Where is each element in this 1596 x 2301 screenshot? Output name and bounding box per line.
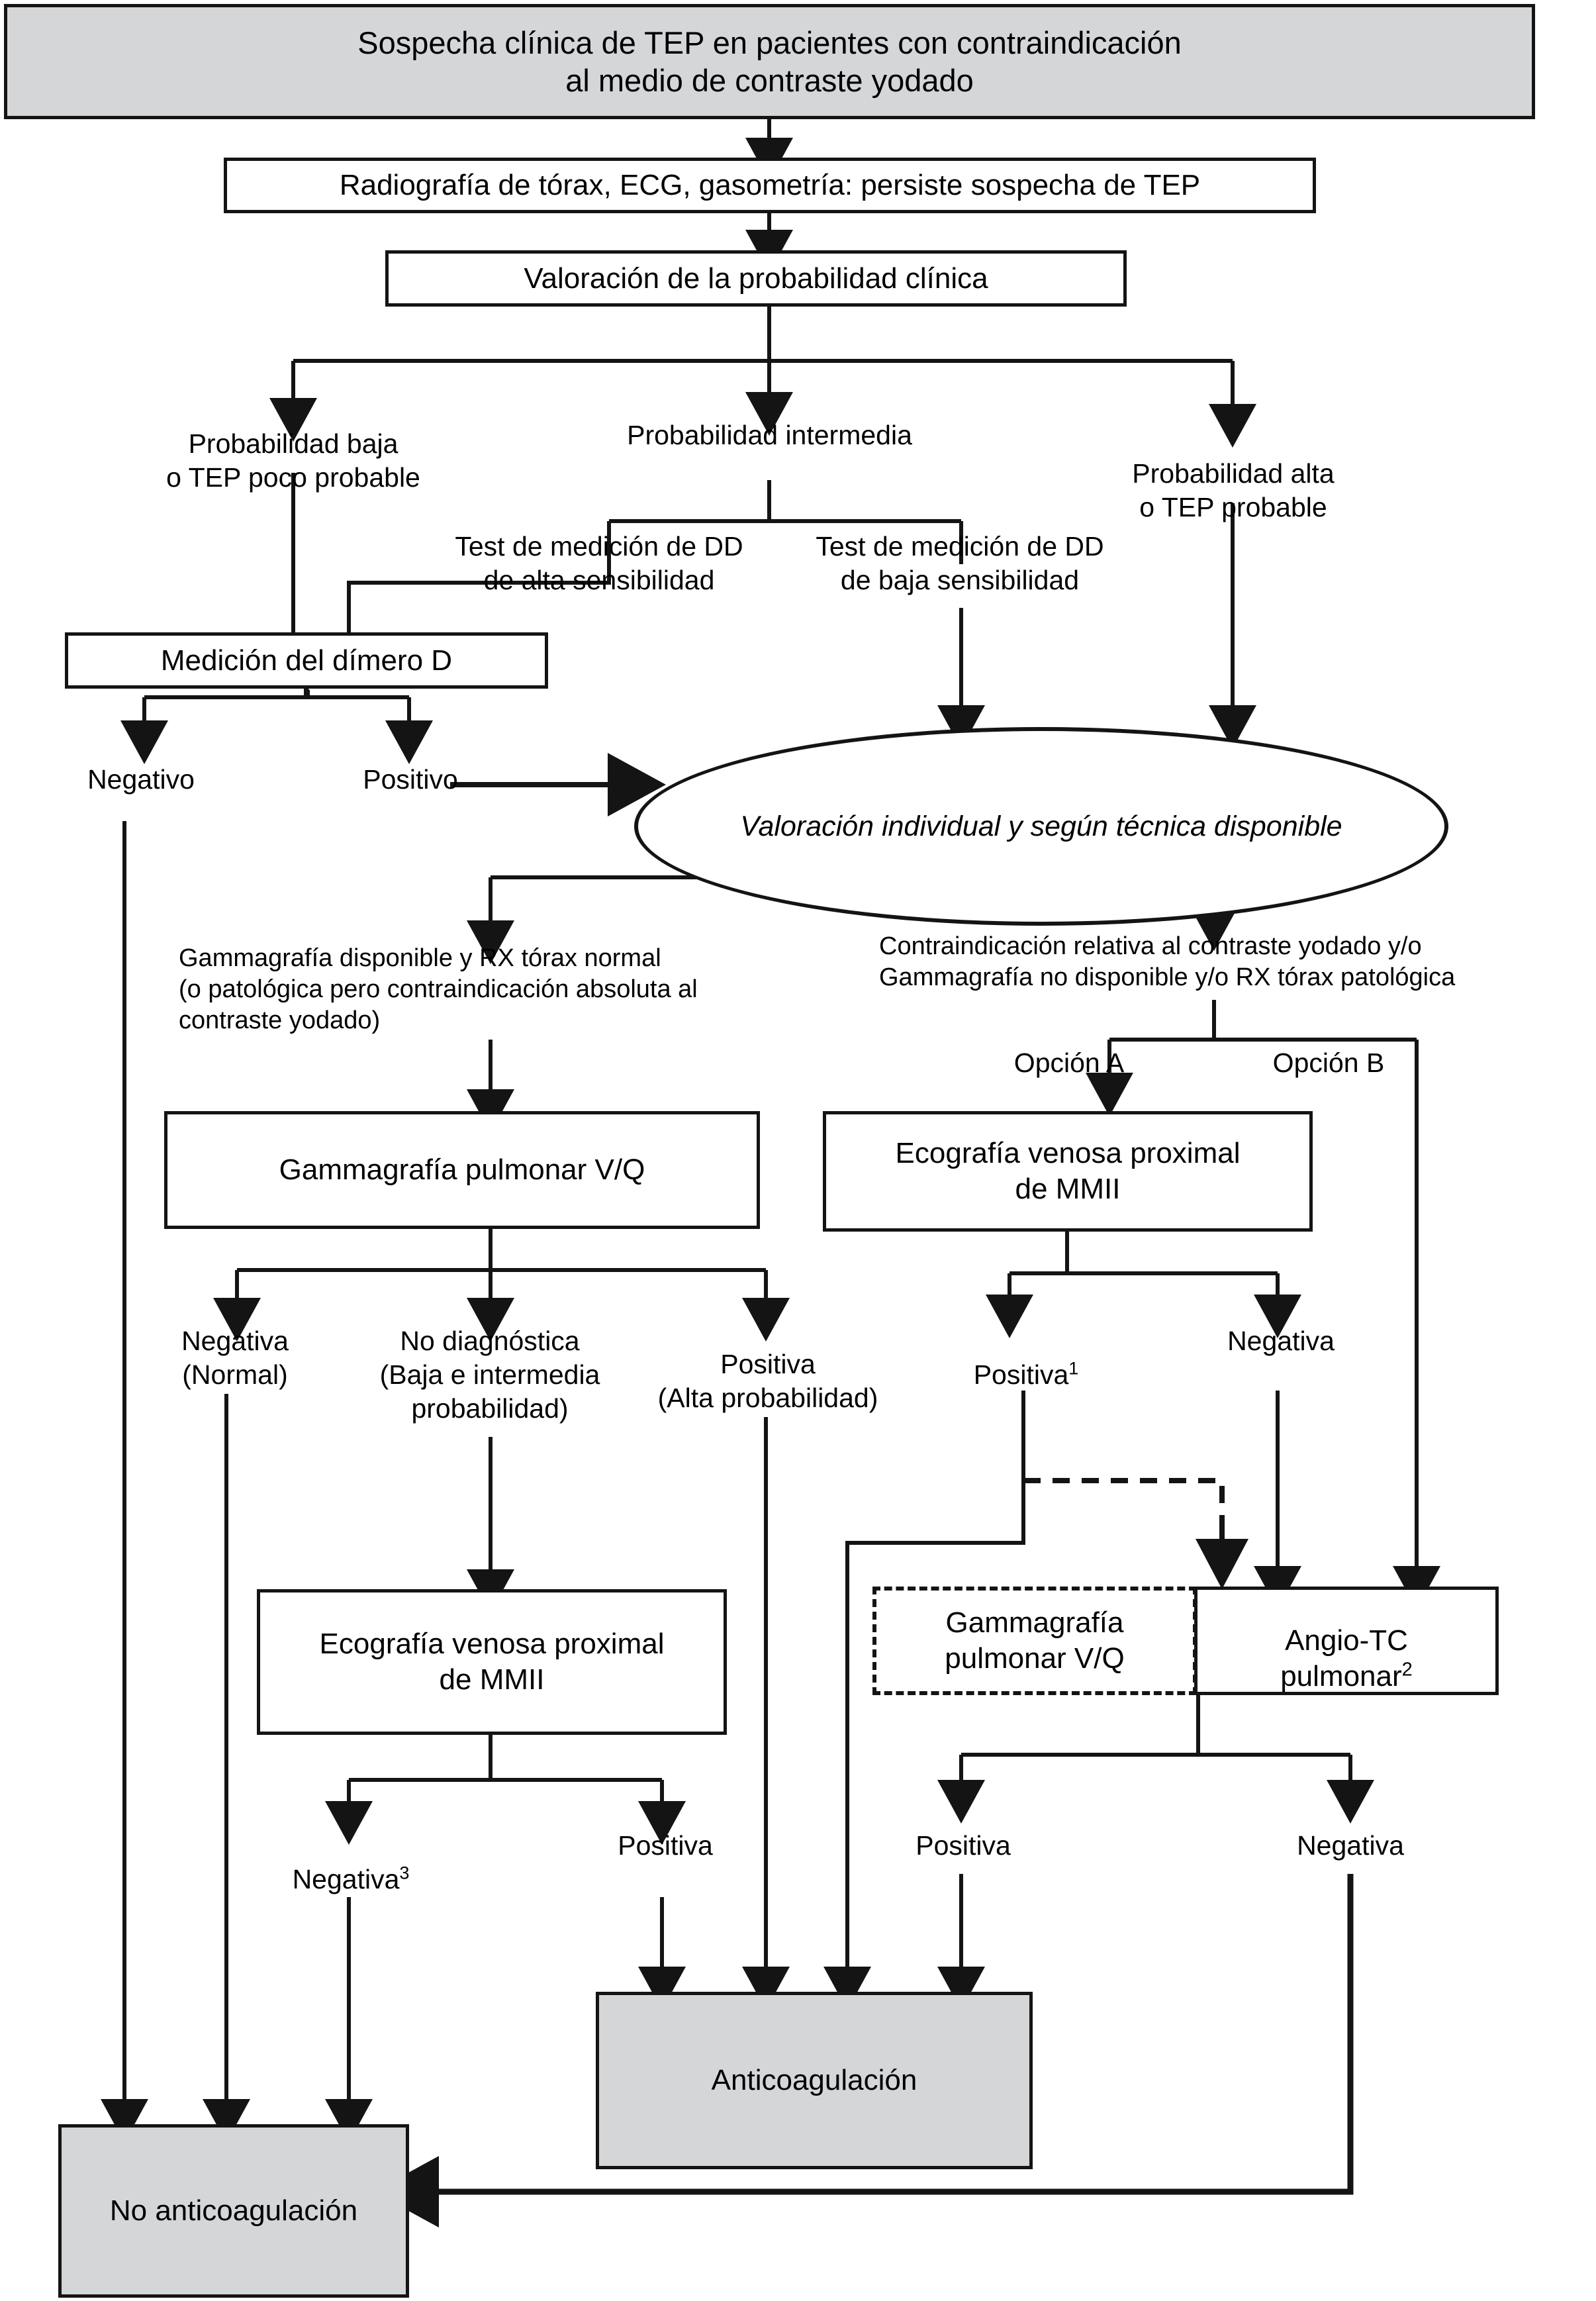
node-gammagrafia-vq-text: Gammagrafía pulmonar V/Q xyxy=(279,1153,645,1187)
node-suspicion-text: Sospecha clínica de TEP en pacientes con… xyxy=(357,24,1182,98)
label-eco-positiva-1-footnote: 1 xyxy=(1068,1358,1079,1379)
node-eco-venosa-center: Ecografía venosa proximal de MMII xyxy=(257,1589,727,1735)
node-gammagrafia-vq-dashed: Gammagrafía pulmonar V/Q xyxy=(872,1587,1197,1695)
label-prob-intermedia: Probabilidad intermedia xyxy=(627,420,912,450)
node-clinical-probability: Valoración de la probabilidad clínica xyxy=(385,250,1127,307)
node-gammagrafia-vq-dashed-text: Gammagrafía pulmonar V/Q xyxy=(945,1606,1125,1675)
node-eco-venosa-center-text: Ecografía venosa proximal de MMII xyxy=(319,1628,665,1696)
node-anticoagulation-text: Anticoagulación xyxy=(711,2064,917,2097)
label-vq-positiva-alta-probabilidad: Positiva (Alta probabilidad) xyxy=(657,1349,878,1413)
node-clinical-probability-text: Valoración de la probabilidad clínica xyxy=(524,262,988,295)
label-eco-positiva-1-text: Positiva xyxy=(973,1359,1069,1390)
node-gammagrafia-vq: Gammagrafía pulmonar V/Q xyxy=(164,1111,760,1229)
node-angio-tc-text: Angio-TC pulmonar2 xyxy=(1280,1588,1413,1694)
node-individual-assessment: Valoración individual y según técnica di… xyxy=(634,727,1448,926)
label-eco2-positiva: Positiva xyxy=(618,1830,713,1861)
node-angio-tc-footnote: 2 xyxy=(1401,1659,1413,1681)
node-ddimer-measurement-text: Medición del dímero D xyxy=(160,644,453,677)
label-eco2-negativa-3: Negativa3 xyxy=(252,1829,450,1896)
label-opcion-a: Opción A xyxy=(1013,1048,1125,1078)
label-final-positiva: Positiva xyxy=(915,1830,1011,1861)
node-suspicion: Sospecha clínica de TEP en pacientes con… xyxy=(4,4,1535,119)
label-eco2-negativa-3-text: Negativa xyxy=(292,1863,400,1894)
label-opcion-b: Opción B xyxy=(1272,1048,1385,1078)
label-branch-contraindicacion-relativa: Contraindicación relativa al contraste y… xyxy=(879,932,1456,992)
label-eco2-negativa-3-footnote: 3 xyxy=(399,1863,410,1883)
node-ddimer-measurement: Medición del dímero D xyxy=(65,632,548,689)
label-branch-gammagrafia-disponible: Gammagrafía disponible y RX tórax normal… xyxy=(179,944,698,1035)
node-workup: Radiografía de tórax, ECG, gasometría: p… xyxy=(224,158,1316,213)
node-angio-tc: Angio-TC pulmonar2 xyxy=(1194,1587,1499,1695)
label-vq-negativa-normal: Negativa (Normal) xyxy=(181,1326,289,1390)
label-ddimer-positivo: Positivo xyxy=(363,764,458,795)
label-prob-alta: Probabilidad alta o TEP probable xyxy=(1132,458,1335,522)
node-individual-assessment-text: Valoración individual y según técnica di… xyxy=(740,810,1342,842)
label-eco-negativa: Negativa xyxy=(1227,1326,1335,1356)
node-eco-venosa-option-a: Ecografía venosa proximal de MMII xyxy=(823,1111,1313,1232)
node-no-anticoagulation: No anticoagulación xyxy=(58,2124,409,2298)
label-ddimer-negativo: Negativo xyxy=(87,764,195,795)
label-final-negativa: Negativa xyxy=(1297,1830,1404,1861)
label-dd-alta-sensibilidad: Test de medición de DD de alta sensibili… xyxy=(455,531,743,595)
node-anticoagulation: Anticoagulación xyxy=(596,1992,1033,2169)
label-vq-no-diagnostica: No diagnóstica (Baja e intermedia probab… xyxy=(379,1326,600,1424)
node-eco-venosa-option-a-text: Ecografía venosa proximal de MMII xyxy=(895,1137,1241,1205)
label-eco-positiva-1: Positiva1 xyxy=(927,1324,1125,1392)
label-dd-baja-sensibilidad: Test de medición de DD de baja sensibili… xyxy=(816,531,1104,595)
node-no-anticoagulation-text: No anticoagulación xyxy=(109,2194,358,2228)
node-workup-text: Radiografía de tórax, ECG, gasometría: p… xyxy=(339,169,1201,202)
label-prob-baja: Probabilidad baja o TEP poco probable xyxy=(166,428,420,493)
node-angio-tc-label: Angio-TC pulmonar xyxy=(1280,1624,1408,1692)
